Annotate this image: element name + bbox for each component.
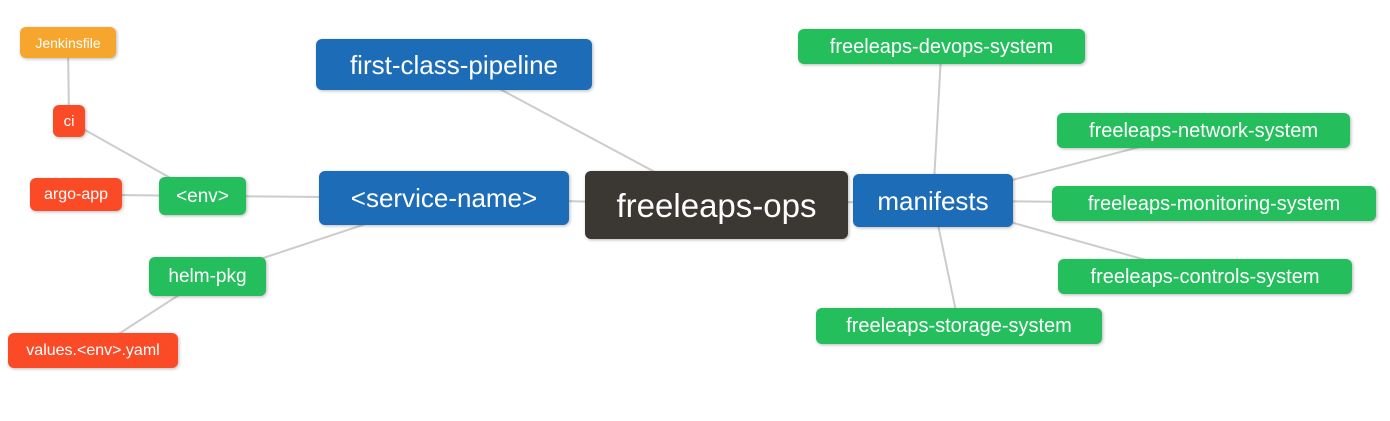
node-freeleaps-monitoring-system[interactable]: freeleaps-monitoring-system <box>1052 186 1376 221</box>
node-freeleaps-ops[interactable]: freeleaps-ops <box>585 171 848 239</box>
node-ci[interactable]: ci <box>53 105 85 137</box>
node-values-env-yaml[interactable]: values.<env>.yaml <box>8 333 178 368</box>
node-freeleaps-devops-system[interactable]: freeleaps-devops-system <box>798 29 1085 64</box>
node-argo-app[interactable]: argo-app <box>30 178 122 211</box>
node-freeleaps-storage-system[interactable]: freeleaps-storage-system <box>816 308 1102 344</box>
node-first-class-pipeline[interactable]: first-class-pipeline <box>316 39 592 90</box>
node-service-name[interactable]: <service-name> <box>319 171 569 225</box>
node-jenkinsfile[interactable]: Jenkinsfile <box>20 27 116 58</box>
node-manifests[interactable]: manifests <box>853 174 1013 227</box>
node-env[interactable]: <env> <box>159 177 246 215</box>
node-freeleaps-network-system[interactable]: freeleaps-network-system <box>1057 113 1350 148</box>
node-helm-pkg[interactable]: helm-pkg <box>149 257 266 296</box>
node-freeleaps-controls-system[interactable]: freeleaps-controls-system <box>1058 259 1352 294</box>
